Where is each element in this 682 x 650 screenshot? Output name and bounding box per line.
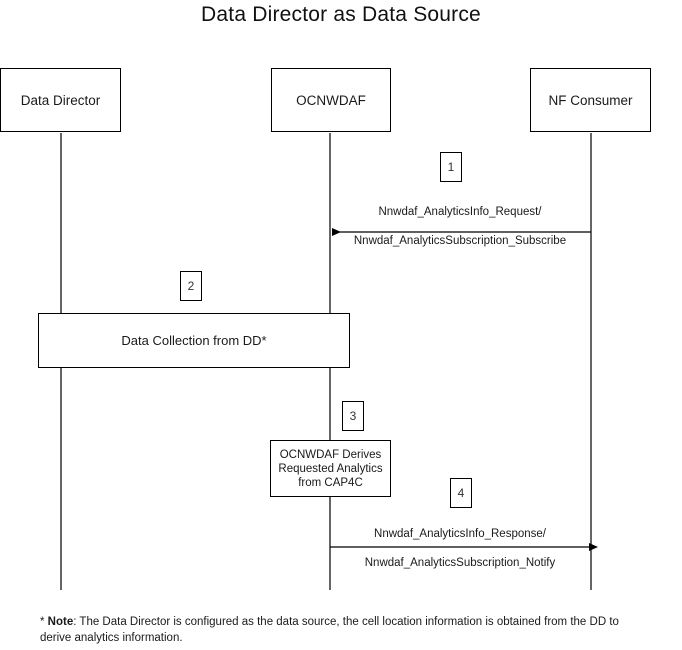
activity-derive-line-1: OCNWDAF Derives <box>279 448 382 461</box>
participant-data-director[interactable]: Data Director <box>0 68 121 132</box>
footnote-text: : The Data Director is configured as the… <box>40 616 619 644</box>
message-4-line-1: Nnwdaf_AnalyticsInfo_Response/ <box>374 527 546 540</box>
activity-derive-line-3: from CAP4C <box>298 476 363 489</box>
message-label-4: Nnwdaf_AnalyticsInfo_Response/ Nnwdaf_An… <box>325 512 595 585</box>
step-marker-3: 3 <box>342 401 364 431</box>
participant-ocnwdaf[interactable]: OCNWDAF <box>271 68 391 132</box>
activity-box-data-collection[interactable]: Data Collection from DD* <box>38 313 350 368</box>
participant-nf-consumer[interactable]: NF Consumer <box>530 68 651 132</box>
step-number-3: 3 <box>349 409 357 423</box>
activity-derive-line-2: Requested Analytics <box>278 462 383 475</box>
activity-label-data-collection: Data Collection from DD* <box>121 333 267 348</box>
step-marker-4: 4 <box>450 478 472 508</box>
step-number-4: 4 <box>457 486 465 500</box>
participant-label-ocnwdaf: OCNWDAF <box>296 92 366 108</box>
message-1-line-1: Nnwdaf_AnalyticsInfo_Request/ <box>378 205 542 218</box>
message-label-1: Nnwdaf_AnalyticsInfo_Request/ Nnwdaf_Ana… <box>325 190 595 263</box>
participant-label-nf-consumer: NF Consumer <box>548 92 633 108</box>
message-1-line-2: Nnwdaf_AnalyticsSubscription_Subscribe <box>353 234 567 247</box>
step-number-1: 1 <box>447 160 455 174</box>
footnote: * Note: The Data Director is configured … <box>40 615 650 646</box>
message-4-line-2: Nnwdaf_AnalyticsSubscription_Notify <box>364 556 556 569</box>
activity-box-derive-analytics[interactable]: OCNWDAF Derives Requested Analytics from… <box>270 440 391 497</box>
step-number-2: 2 <box>187 279 195 293</box>
footnote-note-word: Note <box>47 616 74 628</box>
step-marker-2: 2 <box>180 271 202 301</box>
participant-label-data-director: Data Director <box>20 92 101 108</box>
step-marker-1: 1 <box>440 152 462 182</box>
page-title: Data Director as Data Source <box>201 3 481 26</box>
footnote-marker: * <box>40 616 48 628</box>
